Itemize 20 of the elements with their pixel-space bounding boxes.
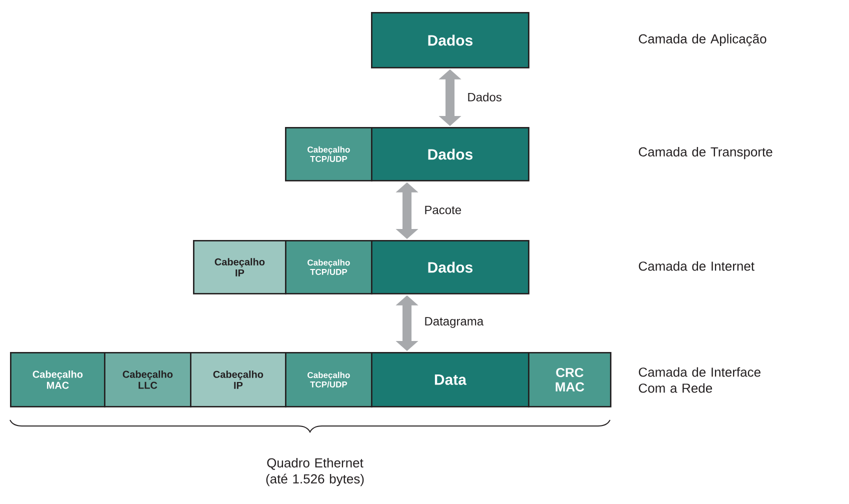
trailer-box: CRC MAC — [528, 352, 612, 408]
data-box: Dados — [371, 12, 530, 68]
layer-label: Camada de Transporte — [638, 146, 772, 160]
data-box: Dados — [371, 240, 530, 294]
header-box: Cabeçalho TCP/UDP — [285, 240, 372, 294]
layer-label: Quadro Ethernet (até 1.526 bytes) — [266, 458, 364, 486]
header-box: Cabeçalho MAC — [10, 352, 106, 408]
edge-label: Dados — [468, 92, 502, 102]
layer-label: Camada de Interface Com a Rede — [638, 367, 760, 393]
edge-label: Pacote — [425, 206, 462, 214]
header-box: Cabeçalho TCP/UDP — [285, 352, 372, 408]
layer-label: Camada de Internet — [638, 261, 754, 271]
data-box: Data — [371, 352, 530, 408]
header-box: Cabeçalho TCP/UDP — [285, 127, 372, 182]
header-box: Cabeçalho LLC — [104, 352, 192, 408]
layer-label: Camada de Aplicação — [638, 34, 766, 46]
edge-label: Datagrama — [425, 317, 484, 328]
header-box: Cabeçalho IP — [193, 240, 286, 294]
data-box: Dados — [371, 127, 530, 182]
header-box: Cabeçalho IP — [190, 352, 286, 408]
